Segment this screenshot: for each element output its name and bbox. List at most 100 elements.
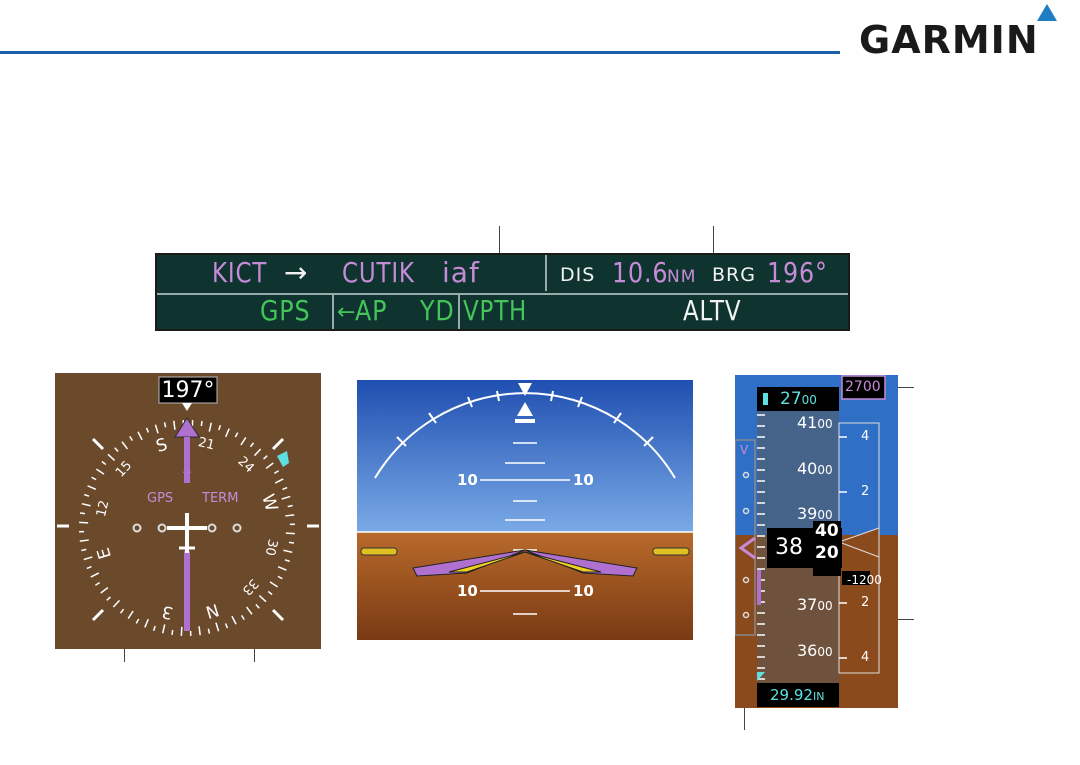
vertical-mode-armed: ALTV: [683, 294, 742, 327]
vdev-dots: [742, 471, 750, 619]
compass-tick: [91, 476, 97, 481]
altimeter-svg: [735, 375, 898, 708]
compass-tick: [231, 615, 237, 625]
vsi-label-upper: 2: [861, 484, 870, 499]
compass-label: 24: [234, 454, 256, 476]
altitude-tape-label: 3600: [797, 641, 833, 660]
selected-altitude-big: 27: [780, 389, 802, 409]
compass-ticks: [79, 420, 295, 636]
compass-label: 21: [197, 435, 216, 453]
altitude-tape-label-big: 40: [797, 459, 818, 478]
slip-skid-bar: [515, 419, 535, 423]
altitude-tape-label-big: 37: [797, 595, 818, 614]
compass-tick: [281, 495, 291, 500]
compass-tick: [163, 422, 167, 428]
current-altitude-roller: [813, 521, 841, 576]
target-altitude: 2700: [845, 379, 881, 395]
compass-tick: [137, 431, 143, 441]
adi-svg: [357, 380, 693, 640]
dis-unit: NM: [667, 267, 697, 287]
vdev-scale: [735, 439, 756, 636]
compass-tick: [86, 565, 92, 570]
logo-text: GARMIN: [859, 18, 1039, 62]
header-rule: [0, 51, 840, 54]
compass-tick: [95, 581, 101, 586]
barometric-setting: 29.92IN: [770, 686, 824, 704]
separator: [545, 255, 547, 291]
compass-tick: [198, 626, 201, 636]
compass-tick: [263, 455, 268, 460]
compass-tick: [274, 478, 284, 484]
lateral-mode-gps: GPS: [260, 294, 311, 327]
active-leg-from: KICT: [212, 256, 268, 289]
compass-tick: [96, 468, 105, 475]
hsi-nav-source: GPS: [147, 491, 174, 506]
compass-tick: [90, 572, 100, 578]
baro-bug-icon: [757, 672, 765, 681]
attitude-indicator: 10 10 10 10: [357, 380, 693, 640]
vsi-label-top: 4: [861, 429, 870, 444]
compass-tick: [267, 590, 273, 596]
compass-tick: [288, 541, 295, 544]
compass-tick: [253, 448, 262, 457]
navigation-status-bar: KICT → CUTIK iaf DIS 10.6 NM BRG 196° GP…: [155, 253, 850, 331]
nav-row-flight-plan: KICT → CUTIK iaf DIS 10.6 NM BRG 196°: [157, 255, 848, 295]
vsi-label-bottom: 4: [861, 650, 870, 665]
compass-label: W: [257, 492, 281, 514]
compass-tick: [234, 432, 239, 438]
compass-tick: [277, 575, 283, 580]
dis-value: 10.6: [612, 256, 669, 289]
compass-tick: [106, 596, 111, 601]
roll-ticks: [396, 390, 654, 447]
dis-label: DIS: [560, 264, 596, 286]
heading-bug-icon: [277, 451, 289, 467]
altitude-tape-label-big: 41: [797, 413, 818, 432]
compass-tick: [129, 436, 134, 442]
altitude-tape-label-small: 00: [817, 599, 833, 613]
separator: [458, 293, 460, 329]
nav-row-autopilot-modes: GPS ← AP YD VPTH ALTV: [157, 293, 848, 331]
callout-line-vs-required: [884, 619, 914, 620]
callout-line-target-alt: [884, 387, 914, 388]
vertical-mode-active: VPTH: [463, 294, 528, 327]
garmin-logo: GARMIN: [857, 0, 1072, 62]
compass-tick: [84, 493, 90, 497]
roll-pointer-icon: [518, 383, 532, 396]
compass-tick: [200, 420, 203, 427]
vs-required-box: [842, 571, 870, 585]
compass-tick: [144, 618, 150, 628]
altitude-tape-label: 4000: [797, 459, 833, 478]
aircraft-symbol-wings: [448, 551, 602, 573]
ap-status: AP: [355, 294, 388, 327]
compass-tick: [287, 504, 293, 508]
altitude-tape-ticks: [757, 414, 765, 680]
outer-ticks: [57, 437, 319, 622]
ground: [357, 532, 693, 640]
compass-tick: [255, 604, 260, 609]
active-leg-to-suffix: iaf: [442, 256, 480, 289]
ap-arrow-icon: ←: [337, 300, 357, 325]
compass-label: N: [203, 599, 221, 622]
compass-tick: [173, 420, 176, 430]
altitude-tape-label-small: 00: [817, 645, 833, 659]
compass-tick: [79, 512, 86, 515]
compass-tick: [249, 442, 255, 448]
compass-label: 30: [262, 538, 280, 557]
compass-tick: [240, 614, 245, 620]
compass-tick: [282, 486, 288, 491]
pitch-label-up-left: 10: [457, 471, 478, 489]
compass-tick: [145, 427, 150, 433]
compass-tick: [114, 447, 119, 452]
aircraft-symbol: [167, 513, 207, 553]
left-reference-bar: [360, 547, 398, 556]
course-pointer: [174, 417, 200, 631]
altitude-tape-label-big: 36: [797, 641, 818, 660]
hsi-cdi-mode: TERM: [202, 491, 239, 506]
compass-tick: [87, 485, 97, 491]
right-reference-bar: [652, 547, 690, 556]
selected-altitude-small: 00: [801, 393, 817, 407]
heading-box: [158, 376, 218, 404]
